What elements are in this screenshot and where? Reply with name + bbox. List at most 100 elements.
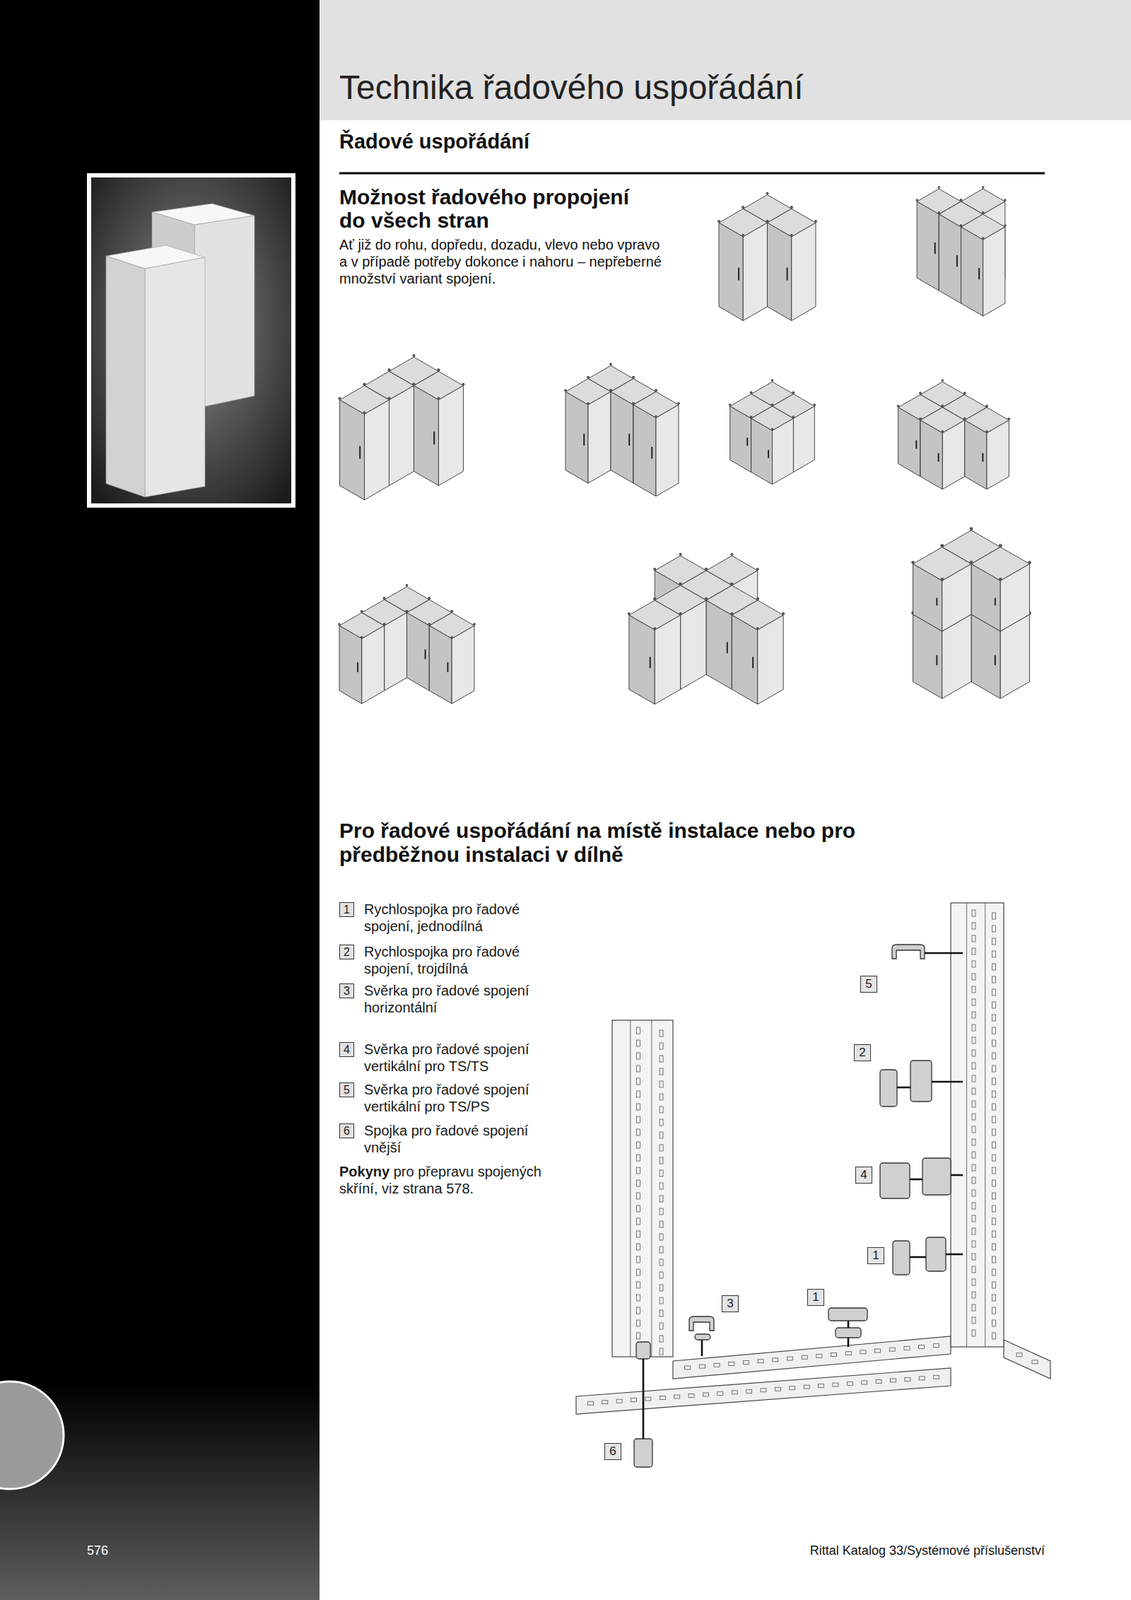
eye-bolt [938, 211, 941, 215]
cabinet-side [389, 385, 415, 485]
profile-slot [659, 1348, 664, 1355]
eye-bolt [741, 205, 745, 209]
eye-bolt [998, 543, 1003, 548]
coupler-part [910, 1060, 932, 1102]
eye-bolt [704, 597, 708, 601]
eye-bolt [941, 378, 945, 382]
profile-slot [831, 1352, 837, 1356]
profile-slot [875, 1348, 881, 1353]
profile-slot [971, 1151, 976, 1158]
fitting-line [847, 1320, 850, 1328]
eye-bolt [631, 376, 635, 379]
door-handle [746, 437, 748, 446]
door-handle [786, 267, 789, 281]
profile-slot [971, 935, 976, 942]
profile-slot [971, 1215, 976, 1222]
list-item: 1 Rychlospojka pro řadové spojení, jednod… [339, 900, 570, 935]
frame-profile [1003, 1339, 1051, 1379]
eye-bolt [963, 417, 967, 420]
eye-bolt [981, 211, 985, 215]
profile-slot [659, 1322, 664, 1329]
eye-bolt [963, 391, 967, 395]
eye-bolt [766, 219, 770, 223]
door-handle [994, 598, 996, 606]
callout-number: 5 [860, 975, 878, 993]
profile-slot [636, 1217, 640, 1225]
eye-bolt [959, 198, 963, 202]
eye-bolt [792, 415, 796, 419]
cabinet-side [680, 600, 707, 690]
list-item: 3Svěrka pro řadové spojení horizontální [339, 981, 570, 1016]
fitting-line [931, 1080, 963, 1083]
profile-slot [992, 1128, 996, 1136]
profile-slot [801, 1355, 808, 1359]
profile-slot [636, 1319, 640, 1327]
profile-slot [992, 912, 996, 919]
item-text: Svěrka pro řadové spojení vertikální pro… [364, 1080, 570, 1115]
eye-bolt [653, 626, 656, 630]
clamp-part [689, 1316, 714, 1331]
door-handle [752, 656, 754, 668]
fitting-line [909, 1178, 923, 1181]
eye-bolt [631, 402, 635, 406]
eye-bolt [766, 219, 770, 223]
text-label: Možnost řadového propojení do všech stra… [339, 185, 651, 232]
cabinet-door [340, 400, 365, 500]
eye-bolt [941, 404, 945, 408]
profile-slot [636, 1205, 640, 1212]
profile-slot [860, 1350, 866, 1354]
tab-circle [0, 1381, 64, 1489]
profile-slot [659, 1258, 664, 1266]
eye-bolt [792, 390, 796, 394]
eye-bolt [766, 192, 770, 196]
profile-slot [659, 1118, 664, 1126]
eye-bolt [749, 415, 753, 419]
item-number: 6 [609, 1444, 616, 1459]
eye-bolt [360, 635, 364, 639]
eye-bolt [427, 622, 431, 626]
item-text: Rychlospojka pro řadové spojení, trojdíl… [364, 942, 570, 977]
profile-slot [742, 1360, 749, 1365]
eye-bolt [387, 368, 391, 372]
cabinet-front [144, 257, 205, 497]
eye-bolt [790, 205, 794, 209]
eye-bolt [679, 582, 683, 586]
eye-bolt [959, 224, 963, 227]
item-text: Rychlospojka pro řadové spojení, jednodí… [364, 900, 570, 935]
profile-slot [992, 938, 996, 945]
list-item: 5Svěrka pro řadové spojení vertikální pr… [339, 1080, 570, 1115]
item-number: 1 [339, 901, 355, 917]
eye-bolt [461, 382, 465, 386]
callout-number: 4 [855, 1166, 873, 1184]
item-number: 1 [872, 1248, 879, 1263]
cabinet-side [742, 222, 767, 321]
fitting-line [950, 1174, 963, 1177]
eye-bolt [653, 567, 656, 571]
profile-slot [636, 1332, 640, 1339]
profile-slot [971, 1126, 976, 1133]
profile-slot [786, 1356, 793, 1361]
text-label: Pro řadové uspořádání na místě instalace… [339, 818, 863, 866]
profile-slot [772, 1357, 779, 1362]
cabinet-side [986, 419, 1009, 490]
product-photo [86, 173, 296, 508]
eye-bolt [387, 368, 391, 372]
profile-slot [760, 1388, 767, 1392]
eye-bolt [915, 198, 919, 202]
clamp-part [694, 1333, 711, 1340]
profile-slot [659, 1297, 664, 1304]
eye-bolt [756, 626, 760, 630]
eye-bolt [387, 397, 391, 401]
eye-bolt [812, 403, 816, 407]
coupler-part [835, 1327, 861, 1338]
eye-bolt [383, 622, 386, 626]
eye-bolt [631, 376, 635, 379]
item-number: 4 [339, 1041, 355, 1057]
profile-slot [992, 1090, 996, 1098]
eye-bolt [941, 430, 945, 434]
profile-slot [636, 1141, 640, 1148]
eye-bolt [959, 198, 963, 202]
profile-slot [992, 1243, 996, 1250]
profile-slot [659, 1144, 664, 1151]
profile-slot [904, 1376, 911, 1381]
